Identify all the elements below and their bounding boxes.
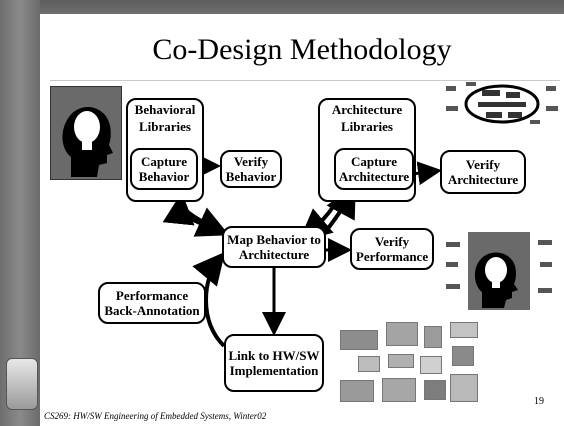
hardware-photos-icon xyxy=(340,322,480,406)
link-implementation-box: Link to HW/SW Implementation xyxy=(224,334,324,392)
verify-behavior-box: Verify Behavior xyxy=(220,150,282,188)
architecture-libraries-label: Architecture Libraries xyxy=(331,102,403,134)
verify-architecture-box: Verify Architecture xyxy=(440,150,526,194)
slide-title: Co-Design Methodology xyxy=(152,33,452,66)
lightbulb-head-icon xyxy=(50,86,122,180)
footer-text: CS269: HW/SW Engineering of Embedded Sys… xyxy=(44,411,267,421)
capture-behavior-box: Capture Behavior xyxy=(130,148,198,190)
performance-back-annotation-box: Performance Back-Annotation xyxy=(98,282,206,324)
capture-architecture-box: Capture Architecture xyxy=(334,148,414,190)
map-behavior-box: Map Behavior to Architecture xyxy=(222,226,326,268)
page-number: 19 xyxy=(534,396,544,407)
behavioral-libraries-label: Behavioral Libraries xyxy=(134,102,196,134)
left-sidebar xyxy=(0,0,40,426)
verify-performance-box: Verify Performance xyxy=(350,228,434,270)
title-divider xyxy=(50,80,560,81)
network-diagram-icon xyxy=(446,82,558,126)
chip-icon xyxy=(6,358,38,410)
lightbulb-head-icon xyxy=(446,232,558,310)
top-bar xyxy=(0,0,564,22)
